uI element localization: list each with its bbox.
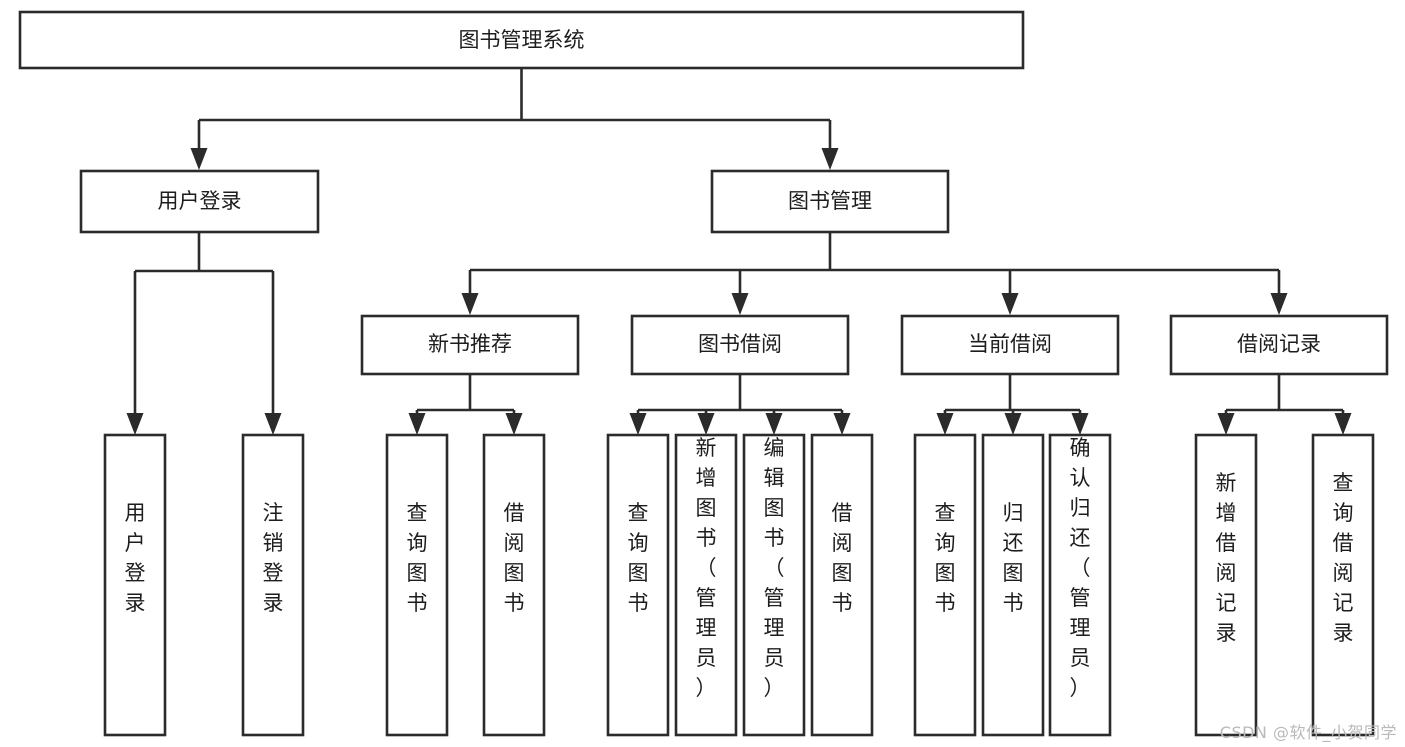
arrow-borrow-record-leaf-2 xyxy=(1334,413,1352,435)
leaf-node[interactable]: 新增图书（管理员） xyxy=(674,433,738,737)
node-borrow-record-box[interactable] xyxy=(1169,314,1389,376)
leaf-node[interactable]: 归还图书 xyxy=(981,433,1045,737)
leaf-node[interactable]: 编辑图书（管理员） xyxy=(742,433,806,737)
leaf-current-query-book-box[interactable] xyxy=(913,433,977,737)
arrow-new-book-leaf-2 xyxy=(505,413,523,435)
arrow-to-book-manage xyxy=(821,148,839,170)
arrow-book-borrow-leaf-1 xyxy=(629,413,647,435)
leaf-logout-box[interactable] xyxy=(241,433,305,737)
leaf-recommend-query-book-box[interactable] xyxy=(385,433,449,737)
leaf-current-return-book-box[interactable] xyxy=(981,433,1045,737)
leaf-node[interactable]: 用户登录 xyxy=(103,433,167,737)
leaf-node[interactable]: 查询图书 xyxy=(913,433,977,737)
leaf-current-query-book-label: 查询图书 xyxy=(935,501,956,615)
leaf-record-add-box[interactable] xyxy=(1194,433,1258,737)
node-root[interactable]: 图书管理系统 xyxy=(18,10,1025,70)
arrow-to-current-borrow xyxy=(1001,293,1019,315)
arrow-borrow-record-leaf-1 xyxy=(1217,413,1235,435)
leaf-borrow-add-book-box[interactable] xyxy=(674,433,738,737)
arrow-new-book-leaf-1 xyxy=(408,413,426,435)
leaf-user-login-label: 用户登录 xyxy=(125,501,146,615)
csdn-watermark: CSDN @软件_小贺同学 xyxy=(1219,723,1397,742)
node-root-label: 图书管理系统 xyxy=(459,28,585,52)
leaf-borrow-edit-book-label: 编辑图书（管理员） xyxy=(764,436,785,700)
leaf-node[interactable]: 新增借阅记录 xyxy=(1194,433,1258,737)
node-current-borrow-label: 当前借阅 xyxy=(968,332,1052,356)
leaf-current-return-book-label: 归还图书 xyxy=(1003,501,1024,615)
node-current-borrow[interactable]: 当前借阅 xyxy=(900,314,1120,376)
arrow-to-new-book xyxy=(461,293,479,315)
node-new-book-recommend-label: 新书推荐 xyxy=(428,332,512,356)
node-new-book-recommend[interactable]: 新书推荐 xyxy=(360,314,580,376)
arrow-current-borrow-leaf-2 xyxy=(1004,413,1022,435)
arrow-book-borrow-leaf-3 xyxy=(765,413,783,435)
leaf-record-query-label: 查询借阅记录 xyxy=(1333,471,1354,645)
node-book-manage-box[interactable] xyxy=(710,169,950,234)
arrow-to-book-borrow xyxy=(731,293,749,315)
arrow-user-login-leaf-2 xyxy=(264,413,282,435)
leaf-borrow-query-book-box[interactable] xyxy=(606,433,670,737)
leaf-record-query-box[interactable] xyxy=(1311,433,1375,737)
leaf-borrow-edit-book-box[interactable] xyxy=(742,433,806,737)
node-current-borrow-box[interactable] xyxy=(900,314,1120,376)
arrow-current-borrow-leaf-3 xyxy=(1071,413,1089,435)
leaf-borrow-add-book-label: 新增图书（管理员） xyxy=(696,436,717,700)
leaf-node[interactable]: 查询图书 xyxy=(385,433,449,737)
leaf-recommend-query-book-label: 查询图书 xyxy=(407,501,428,615)
leaf-borrow-borrow-book-label: 借阅图书 xyxy=(832,501,853,615)
leaf-borrow-borrow-book-box[interactable] xyxy=(810,433,874,737)
node-borrow-record[interactable]: 借阅记录 xyxy=(1169,314,1389,376)
arrow-current-borrow-leaf-1 xyxy=(936,413,954,435)
node-book-manage-label: 图书管理 xyxy=(788,189,872,213)
node-user-login[interactable]: 用户登录 xyxy=(79,169,320,234)
arrow-to-borrow-record xyxy=(1270,293,1288,315)
leaf-borrow-query-book-label: 查询图书 xyxy=(628,501,649,615)
leaf-node[interactable]: 确认归还（管理员） xyxy=(1048,433,1112,737)
node-new-book-recommend-box[interactable] xyxy=(360,314,580,376)
node-borrow-record-label: 借阅记录 xyxy=(1237,332,1321,356)
node-user-login-label: 用户登录 xyxy=(158,189,242,213)
leaf-node[interactable]: 借阅图书 xyxy=(810,433,874,737)
leaf-recommend-borrow-book-label: 借阅图书 xyxy=(504,501,525,615)
leaf-record-add-label: 新增借阅记录 xyxy=(1216,471,1237,645)
node-book-manage[interactable]: 图书管理 xyxy=(710,169,950,234)
leaf-node[interactable]: 查询借阅记录 xyxy=(1311,433,1375,737)
node-book-borrow-label: 图书借阅 xyxy=(698,332,782,356)
leaf-recommend-borrow-book-box[interactable] xyxy=(482,433,546,737)
arrow-book-borrow-leaf-4 xyxy=(833,413,851,435)
leaf-node[interactable]: 查询图书 xyxy=(606,433,670,737)
leaf-node[interactable]: 借阅图书 xyxy=(482,433,546,737)
node-book-borrow[interactable]: 图书借阅 xyxy=(630,314,850,376)
leaf-node[interactable]: 注销登录 xyxy=(241,433,305,737)
node-root-box[interactable] xyxy=(18,10,1025,70)
node-book-borrow-box[interactable] xyxy=(630,314,850,376)
arrow-book-borrow-leaf-2 xyxy=(697,413,715,435)
connector-layer xyxy=(126,68,1352,435)
leaf-user-login-box[interactable] xyxy=(103,433,167,737)
leaf-logout-label: 注销登录 xyxy=(263,501,284,615)
node-user-login-box[interactable] xyxy=(79,169,320,234)
arrow-to-user-login xyxy=(190,148,208,170)
leaf-current-confirm-return-box[interactable] xyxy=(1048,433,1112,737)
leaf-current-confirm-return-label: 确认归还（管理员） xyxy=(1070,436,1091,700)
arrow-user-login-leaf-1 xyxy=(126,413,144,435)
